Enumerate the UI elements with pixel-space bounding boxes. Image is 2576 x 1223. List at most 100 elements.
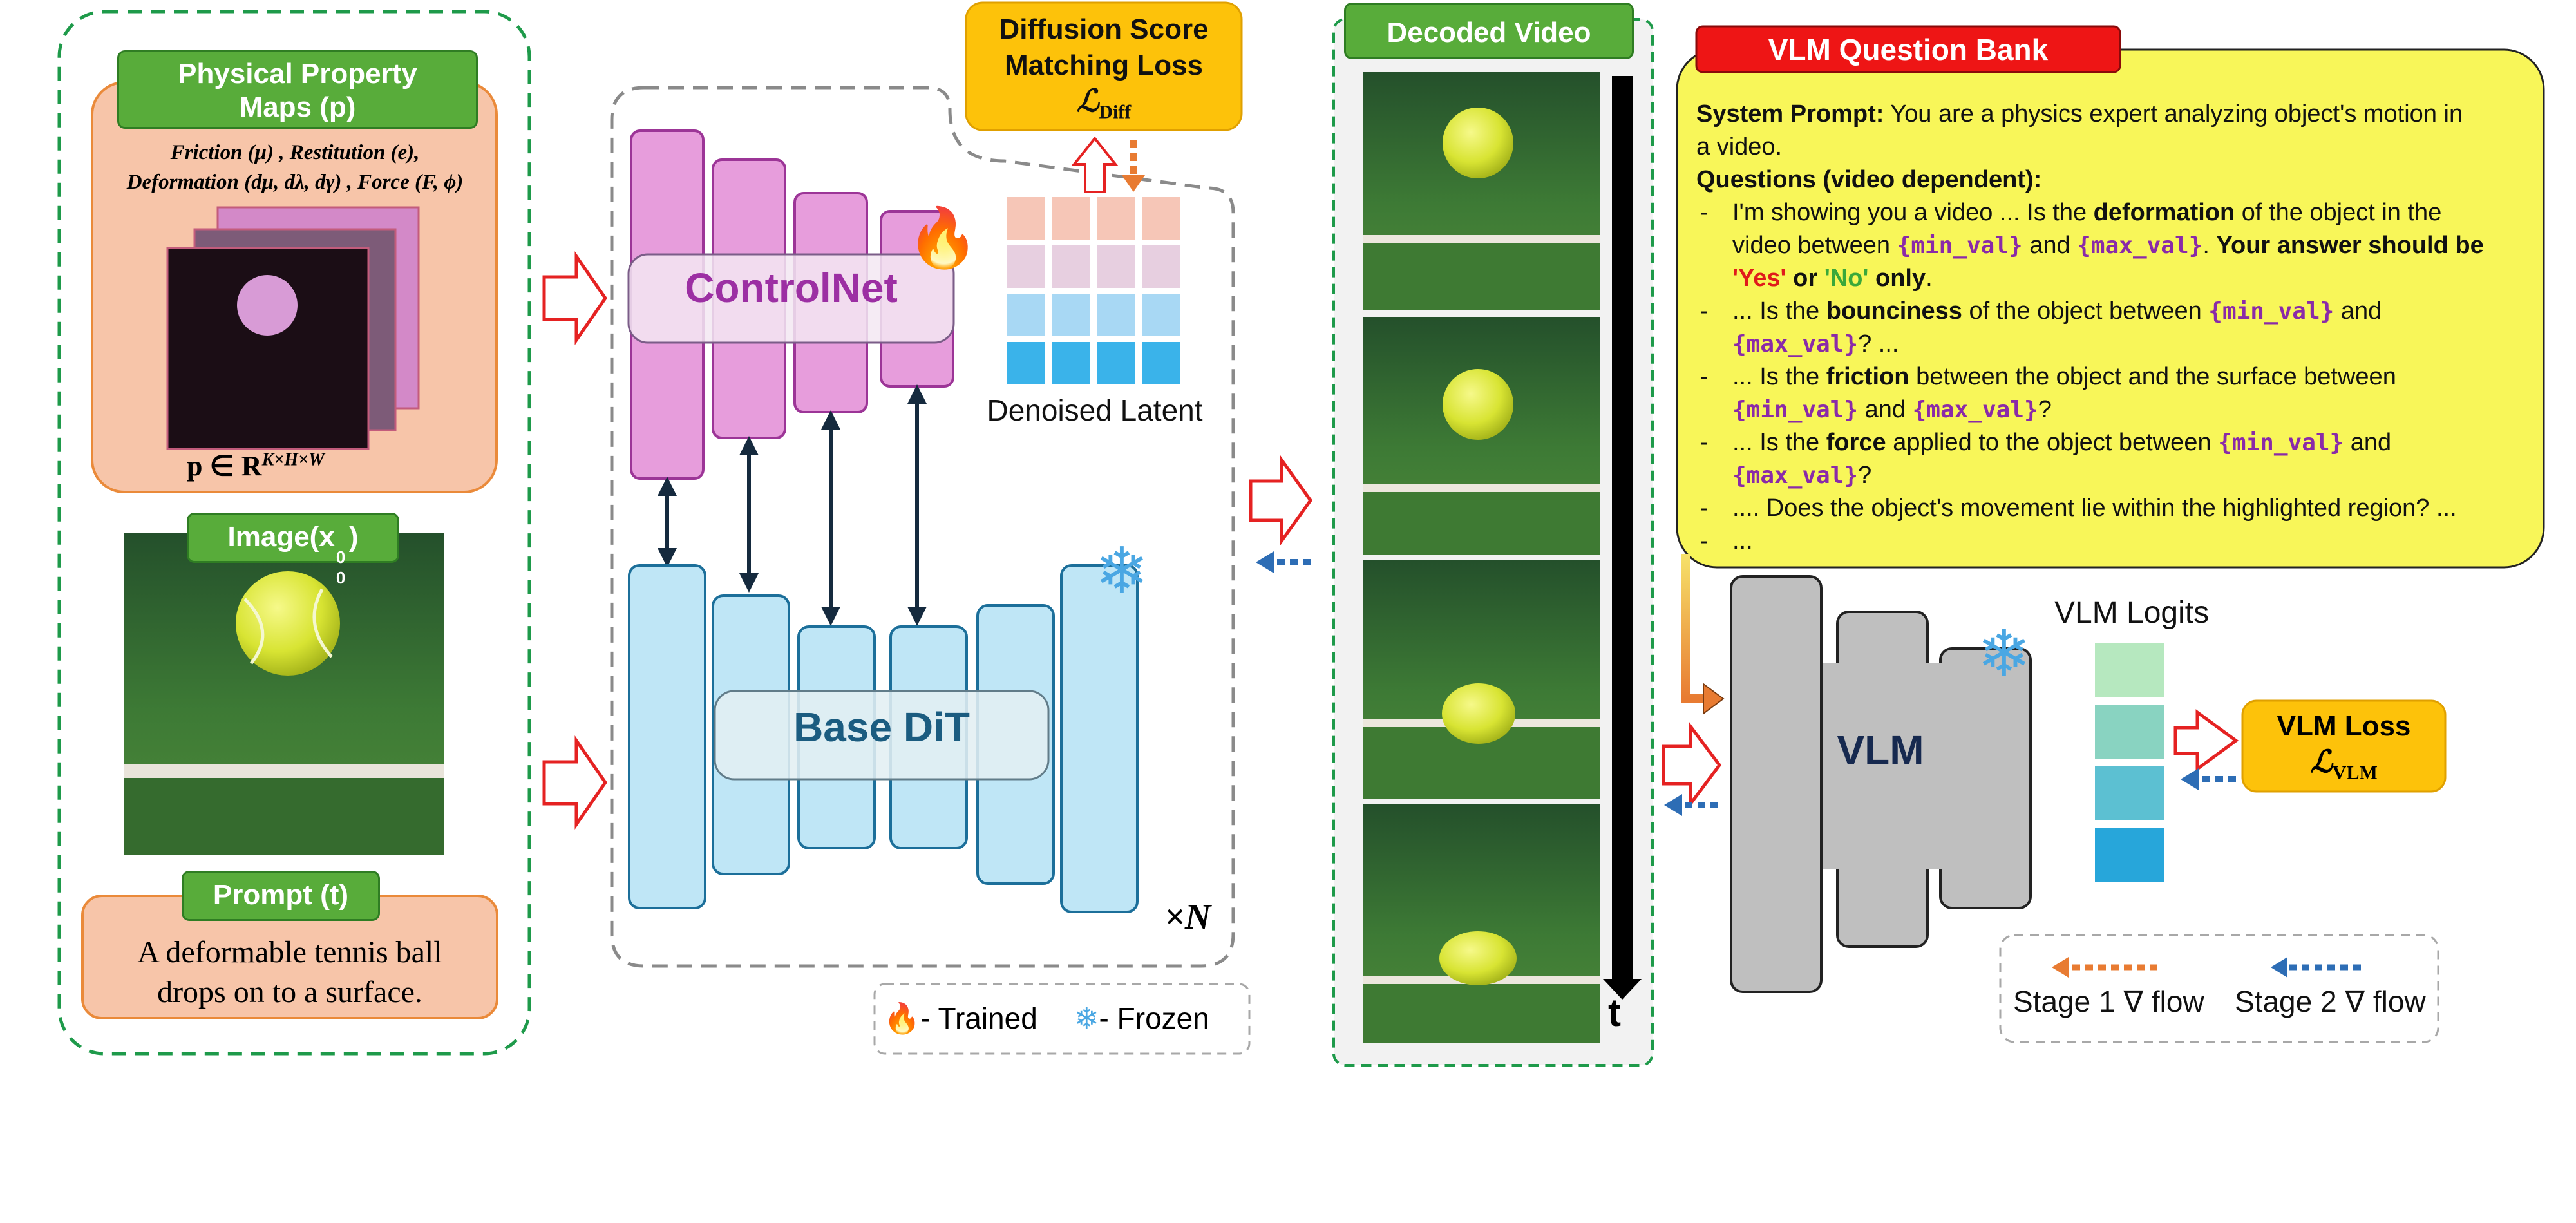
arrow-maps-to-controlnet (542, 251, 608, 346)
q3-line1: ... Is the friction between the object a… (1732, 361, 2396, 393)
bank-to-vlm-connector (1681, 554, 1705, 703)
q2-line2: {max_val}? ... (1732, 328, 1899, 361)
tensor-label: p ∈ RK×H×W (187, 450, 325, 482)
prompt-text: A deformable tennis ball drops on to a s… (90, 933, 489, 1012)
stage1-legend-label: Stage 1 ∇ flow (2013, 985, 2204, 1018)
input-image (124, 533, 444, 855)
dit-blocks (628, 564, 1139, 913)
q2-a: ... Is the (1732, 298, 1826, 325)
q4-keyword: force (1826, 429, 1886, 456)
q1-yes: 'Yes' (1732, 265, 1786, 292)
legend-trained-text: - Trained (920, 1001, 1037, 1035)
stage2-gradient-vlm-head (1664, 794, 1682, 816)
time-axis-head (1603, 979, 1642, 1000)
q4-line1: ... Is the force applied to the object b… (1732, 426, 2391, 459)
stage2-gradient-video-head (1256, 551, 1274, 573)
dit-frozen-icon: ❄ (1095, 535, 1149, 607)
q4-end: ? (1858, 462, 1872, 489)
q1-a: I'm showing you a video ... Is the (1732, 199, 2094, 226)
q4-bullet: - (1700, 429, 1709, 456)
prompt-line2: drops on to a surface. (157, 975, 422, 1009)
skip-connections (658, 384, 927, 626)
q3-a: ... Is the (1732, 363, 1826, 390)
q1-min-token: {min_val} (1897, 232, 2023, 259)
fire-icon: 🔥 (907, 206, 980, 270)
stage2-legend-arrow-head (2271, 957, 2287, 978)
diffusion-loss-box (965, 1, 1243, 131)
vlm-loss-symbol: ℒ (2310, 745, 2333, 779)
vlm-logits-label: VLM Logits (2054, 596, 2210, 630)
arrow-video-to-vlm (1662, 721, 1722, 809)
q3-keyword: friction (1826, 363, 1909, 390)
gradient-legend-box (1999, 934, 2439, 1043)
arrow-latent-to-loss (1071, 136, 1119, 193)
property-title-line2: Maps (p) (239, 91, 356, 123)
q5-line: .... Does the object's movement lie with… (1732, 495, 2457, 522)
q1-bullet: - (1700, 199, 1709, 226)
stage1-gradient-diffusion-head (1122, 175, 1145, 192)
legend-snow-icon: ❄ (1074, 1001, 1099, 1035)
property-title-line1: Physical Property (178, 58, 417, 90)
inputs-container (57, 10, 531, 1056)
stage2-legend-label: Stage 2 ∇ flow (2235, 985, 2426, 1018)
property-line1: Friction (μ) , Restitution (e), (170, 141, 420, 164)
denoised-latent-grid (1007, 197, 1180, 384)
q4-line2: {max_val}? (1732, 459, 1871, 492)
image-title-text: Image(x (227, 521, 335, 553)
q1-line3: 'Yes' or 'No' only. (1732, 262, 1933, 295)
property-maps-title: Physical Property Maps (p) (117, 50, 478, 129)
q1-only: only (1868, 265, 1926, 292)
legend-frozen-text: - Frozen (1099, 1001, 1209, 1035)
q3-line2: {min_val} and {max_val}? (1732, 393, 2052, 426)
system-prompt-line2: a video. (1696, 133, 1783, 160)
stage2-gradient-logits-head (2181, 768, 2199, 790)
q6-bullet: - (1700, 527, 1709, 555)
q3-and: and (1858, 396, 1913, 423)
controlnet-blocks (627, 129, 955, 480)
time-label: t (1608, 991, 1621, 1034)
stage1-legend-arrow-head (2052, 957, 2069, 978)
question-bank-title-bg (1695, 25, 2121, 73)
arrow-image-to-dit (542, 735, 608, 830)
repeat-label: ×N (1164, 897, 1211, 937)
q3-min-token: {min_val} (1732, 397, 1859, 423)
vlm-loss-sub: VLM (2332, 762, 2378, 784)
arrow-model-to-video (1249, 455, 1313, 546)
q5-bullet: - (1700, 495, 1709, 522)
q4-a: ... Is the (1732, 429, 1826, 456)
q4-max-token: {max_val} (1732, 462, 1859, 489)
q2-c: of the object between (1962, 298, 2209, 325)
q2-keyword: bounciness (1826, 298, 1962, 325)
property-map-blob (237, 275, 298, 336)
decoded-video-title: Decoded Video (1344, 3, 1634, 59)
q1-and: and (2022, 232, 2078, 259)
q1-e: . (2202, 232, 2217, 259)
q1-f: Your answer should be (2216, 232, 2484, 259)
q3-end: ? (2038, 396, 2052, 423)
q1-line2: video between {min_val} and {max_val}. Y… (1732, 229, 2484, 262)
vlm-frozen-icon: ❄ (1977, 618, 2031, 690)
system-prompt-text: You are a physics expert analyzing objec… (1884, 100, 2463, 128)
image-sub: 0 (336, 568, 346, 587)
train-legend-box (873, 983, 1251, 1055)
vlm-loss-line1: VLM Loss (2277, 710, 2411, 742)
tensor-label-text: p ∈ R (187, 450, 262, 482)
diffusion-loss-line2: Matching Loss (1004, 50, 1204, 81)
prompt-line1: A deformable tennis ball (137, 935, 442, 969)
diffusion-loss-line1: Diffusion Score (999, 14, 1209, 45)
model-container (610, 86, 1235, 968)
legend-trained: 🔥- Trained (884, 996, 1037, 1041)
legend-frozen: ❄- Frozen (1074, 996, 1209, 1041)
controlnet-label: ControlNet (685, 265, 898, 311)
vlm-loss-text: VLM Loss ℒVLM (2242, 708, 2445, 792)
property-line2: Deformation (dμ, dλ, dγ) , Force (F, ϕ) (126, 171, 464, 194)
questions-label: Questions (video dependent): (1696, 166, 2042, 193)
vlm-logits (2095, 643, 2164, 882)
vlm-blocks (1730, 575, 2032, 993)
time-axis (1612, 76, 1633, 983)
q2-line1: ... Is the bounciness of the object betw… (1732, 295, 2382, 328)
vlm-loss-box (2241, 699, 2447, 793)
q1-or: or (1786, 265, 1824, 292)
